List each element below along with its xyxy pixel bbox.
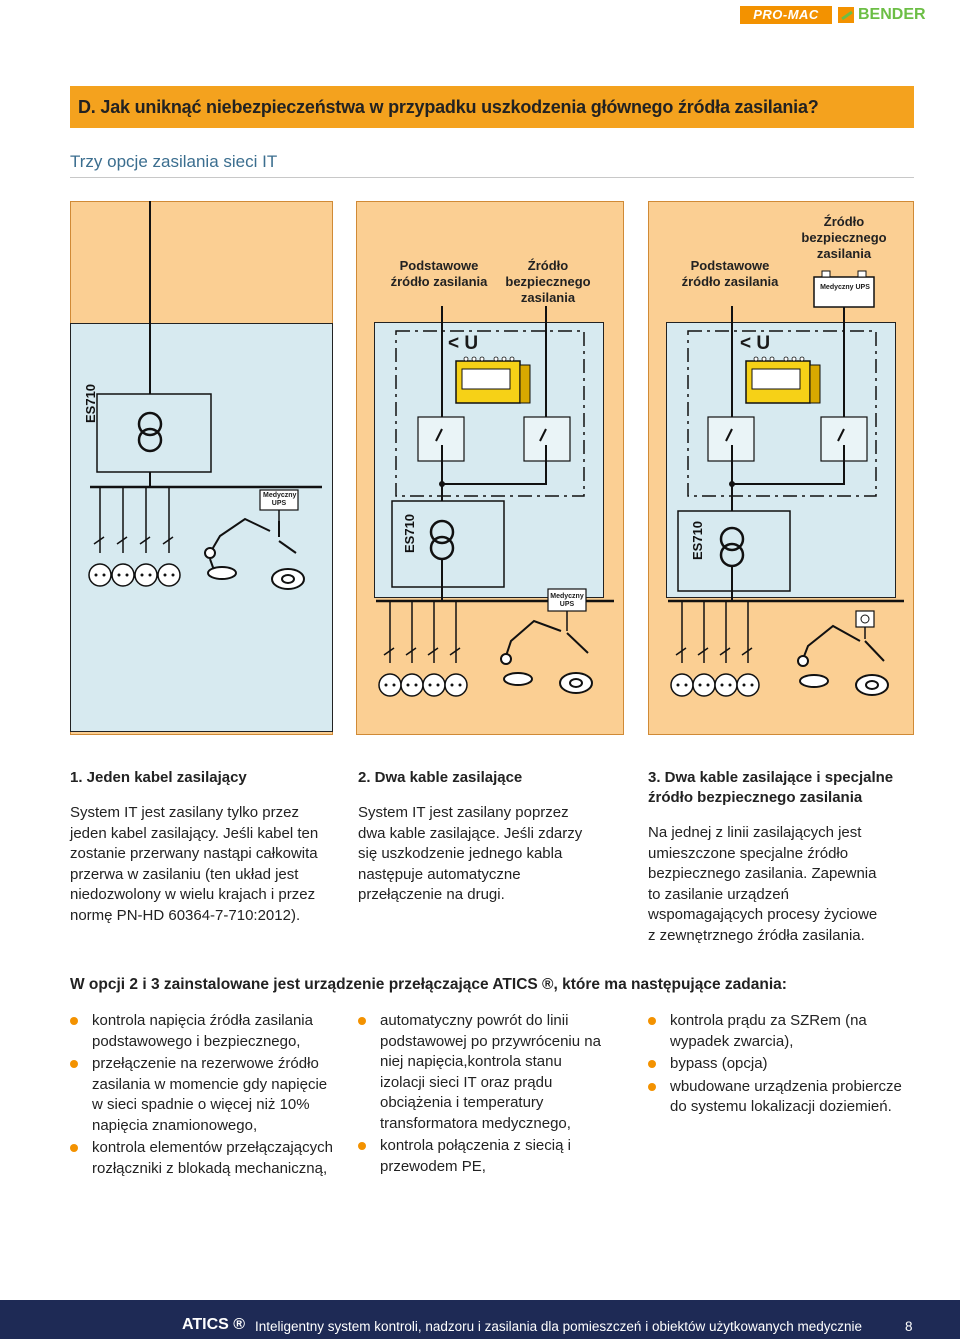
tasks-list-1: kontrola napięcia źródła zasilania podst… (70, 1011, 340, 1181)
undervoltage-label: < U (448, 333, 479, 354)
safety-source-label: Źródło bezpiecznego zasilania (801, 214, 887, 261)
option-1-heading: 1. Jeden kabel zasilający (70, 769, 247, 786)
section-header: D. Jak uniknąć niebezpieczeństwa w przyp… (70, 86, 914, 128)
bullet-icon (648, 1017, 656, 1025)
safety-source-label: Źródło bezpiecznego zasilania (505, 258, 591, 305)
sockets (378, 673, 468, 697)
socket-branches (93, 487, 174, 553)
bullet-icon (70, 1017, 78, 1025)
option-1-room (70, 323, 333, 732)
medical-equipment (204, 517, 305, 590)
promac-logo: PRO-MAC (740, 6, 832, 24)
atics-enclosure (395, 330, 585, 497)
sockets (670, 673, 760, 697)
bender-logo: BENDER (838, 6, 926, 24)
bullet-icon (358, 1142, 366, 1150)
bullet-icon (648, 1082, 656, 1091)
transformer-label: ES710 (690, 520, 705, 560)
list-item: automatyczny powrót do linii podstawowej… (358, 1011, 608, 1134)
tasks-list-2: automatyczny powrót do linii podstawowej… (358, 1011, 608, 1179)
footer-bar (0, 1300, 960, 1339)
bender-logo-text: BENDER (858, 6, 926, 23)
monitor-icon (855, 610, 875, 628)
bullet-icon (70, 1060, 78, 1068)
list-item: bypass (opcja) (648, 1054, 908, 1075)
primary-source-label: Podstawowe źródło zasilania (681, 258, 779, 289)
option-1-diagram (88, 201, 322, 590)
list-item: wbudowane urządzenia probiercze do syste… (648, 1077, 908, 1118)
ups-label: Medyczny UPS (820, 284, 870, 291)
ups-label: Medyczny UPS (550, 593, 584, 608)
undervoltage-label: < U (740, 333, 771, 354)
section-title: D. Jak uniknąć niebezpieczeństwa w przyp… (78, 97, 819, 117)
page-number: 8 (905, 1319, 913, 1334)
list-item: przełączenie na rezerwowe źródło zasilan… (70, 1054, 340, 1136)
bullet-icon (70, 1144, 78, 1152)
option-3-text: Na jednej z linii zasilających jest umie… (648, 824, 878, 944)
list-item: kontrola napięcia źródła zasilania podst… (70, 1011, 340, 1052)
transformer-coil-top (137, 411, 163, 437)
list-item: kontrola prądu za SZRem (na wypadek zwar… (648, 1011, 908, 1052)
tasks-list-3: kontrola prądu za SZRem (na wypadek zwar… (648, 1011, 908, 1120)
option-1-text: System IT jest zasilany tylko przez jede… (70, 804, 319, 924)
transformer-coil-bottom (137, 427, 163, 453)
bullet-icon (358, 1017, 366, 1025)
transformer-box (677, 510, 791, 592)
list-item: kontrola połączenia z siecią i przewodem… (358, 1136, 608, 1177)
transformer-label: ES710 (83, 383, 98, 423)
footer-brand: ATICS ® (182, 1316, 246, 1333)
medical-equipment (797, 624, 889, 696)
option-3-diagram (668, 270, 904, 697)
transformer-box (391, 500, 505, 588)
atics-tasks-intro: W opcji 2 i 3 zainstalowane jest urządze… (70, 976, 787, 993)
atics-enclosure (687, 330, 877, 497)
divider (70, 177, 914, 178)
option-2-diagram (376, 306, 614, 697)
ups-box (813, 276, 875, 308)
footer-text: Inteligentny system kontroli, nadzoru i … (255, 1319, 863, 1334)
section-subtitle: Trzy opcje zasilania sieci IT (70, 152, 278, 171)
option-3-heading: 3. Dwa kable zasilające i specjalne źród… (648, 769, 894, 806)
ups-label: Medyczny UPS (263, 492, 297, 507)
bullet-icon (648, 1060, 656, 1068)
option-2-heading: 2. Dwa kable zasilające (358, 769, 523, 786)
bender-logo-icon (838, 7, 854, 23)
atics-device (745, 356, 821, 404)
medical-equipment (500, 619, 593, 694)
primary-source-label: Podstawowe źródło zasilania (390, 258, 488, 289)
sockets (88, 563, 181, 587)
option-2-text: System IT jest zasilany poprzez dwa kabl… (358, 804, 583, 903)
list-item: kontrola elementów przełączających rozłą… (70, 1138, 340, 1179)
transformer-label: ES710 (402, 513, 417, 553)
atics-device (455, 356, 531, 404)
